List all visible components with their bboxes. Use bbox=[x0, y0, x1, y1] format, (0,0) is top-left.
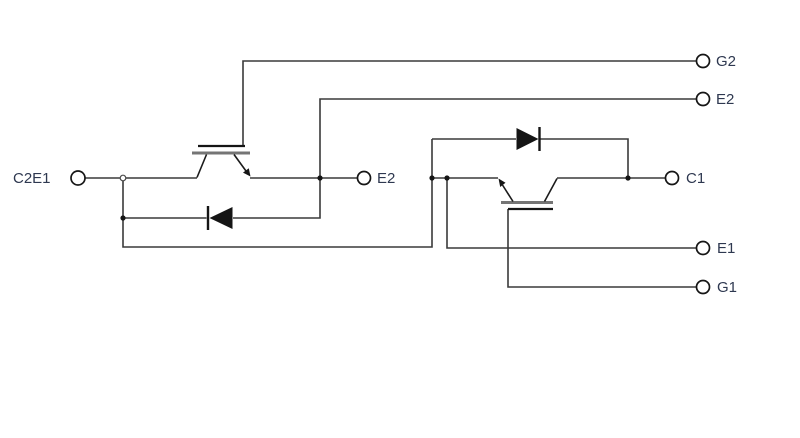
terminal-e2-aux-label: E2 bbox=[377, 170, 395, 187]
terminal-e2-top-pin bbox=[695, 91, 711, 107]
terminal-e1-label: E1 bbox=[717, 240, 735, 257]
terminal-e2-top: E2 bbox=[695, 91, 734, 108]
igbt2-symbol bbox=[192, 144, 251, 178]
igbt2-emitter-leg bbox=[233, 154, 247, 172]
terminal-c2e1: C2E1 bbox=[13, 170, 86, 187]
terminal-c1: C1 bbox=[664, 170, 705, 187]
diode1-anode-triangle-icon bbox=[516, 128, 539, 150]
wire-g1-run bbox=[507, 209, 697, 288]
terminal-g1-label: G1 bbox=[717, 279, 737, 296]
wire-g2-run bbox=[242, 60, 697, 146]
terminal-c2e1-pin bbox=[70, 170, 86, 186]
terminal-g1-pin bbox=[695, 279, 711, 295]
junction-dot bbox=[120, 215, 126, 221]
wire-e1-run bbox=[446, 178, 697, 249]
wire-e2-top-run bbox=[233, 98, 697, 219]
terminal-e1: E1 bbox=[695, 240, 735, 257]
igbt2-collector-leg bbox=[196, 154, 208, 178]
igbt1-collector-leg bbox=[543, 178, 558, 202]
junction-dot bbox=[444, 175, 450, 181]
terminal-e2-top-label: E2 bbox=[716, 91, 734, 108]
junction-dot bbox=[429, 175, 435, 181]
terminal-e2-aux: E2 bbox=[356, 170, 395, 187]
wiring bbox=[85, 60, 697, 288]
wire-diode1-cathode-side bbox=[540, 138, 629, 178]
junction-hollow-dot bbox=[119, 174, 127, 182]
igbt1-emitter-arrow-icon bbox=[498, 178, 506, 187]
diode2-anode-triangle-icon bbox=[209, 207, 233, 229]
junction-dot bbox=[317, 175, 323, 181]
terminal-e1-pin bbox=[695, 240, 711, 256]
terminal-c1-pin bbox=[664, 170, 680, 186]
terminal-g2-pin bbox=[695, 53, 711, 69]
terminal-c2e1-label: C2E1 bbox=[13, 170, 51, 187]
igbt1-emitter-leg bbox=[501, 184, 514, 202]
junction-dots bbox=[119, 174, 631, 221]
junction-dot bbox=[625, 175, 631, 181]
diode2-symbol bbox=[206, 206, 233, 230]
terminal-g2-label: G2 bbox=[716, 53, 736, 70]
diode1-symbol bbox=[516, 127, 541, 151]
wire-c2e1-to-igbt1-emitter bbox=[122, 139, 433, 248]
terminal-e2-aux-pin bbox=[356, 170, 372, 186]
terminal-c1-label: C1 bbox=[686, 170, 705, 187]
igbt2-emitter-arrow-icon bbox=[243, 168, 251, 177]
igbt1-symbol bbox=[498, 178, 558, 211]
terminal-g1: G1 bbox=[695, 279, 737, 296]
terminal-g2: G2 bbox=[695, 53, 736, 70]
